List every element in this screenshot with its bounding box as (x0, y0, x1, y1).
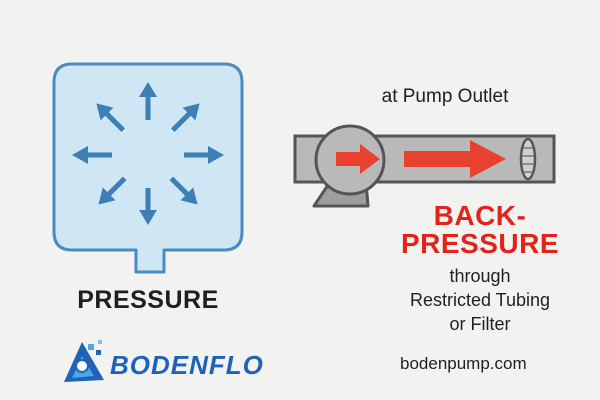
cause-text-line3: or Filter (449, 314, 511, 334)
back-pressure-title-line2: PRESSURE (400, 228, 560, 259)
brand-logo-icon (64, 340, 104, 382)
pressure-label: PRESSURE (77, 286, 219, 314)
arrow-down-icon (139, 188, 157, 225)
back-pressure-title-line1: BACK- (433, 200, 527, 231)
brand-name: BODENFLO (110, 350, 264, 380)
arrow-left-icon (72, 146, 112, 164)
filter-restriction (519, 137, 537, 181)
arrow-up-right-icon (170, 103, 200, 133)
pressure-diagram (52, 62, 244, 274)
cause-text-line2: Restricted Tubing (409, 290, 551, 310)
pump-pipe-diagram (293, 124, 556, 208)
website-link[interactable]: bodenpump.com (400, 354, 527, 373)
flow-arrow-large-icon (404, 140, 506, 178)
outlet-label: at Pump Outlet (381, 86, 509, 107)
arrow-up-left-icon (96, 103, 126, 133)
arrow-up-icon (139, 82, 157, 120)
cause-text-line1: through (449, 266, 511, 286)
arrow-down-right-icon (169, 176, 198, 205)
arrow-right-icon (184, 146, 224, 164)
arrow-down-left-icon (98, 176, 127, 205)
flow-arrow-small-icon (336, 144, 380, 174)
